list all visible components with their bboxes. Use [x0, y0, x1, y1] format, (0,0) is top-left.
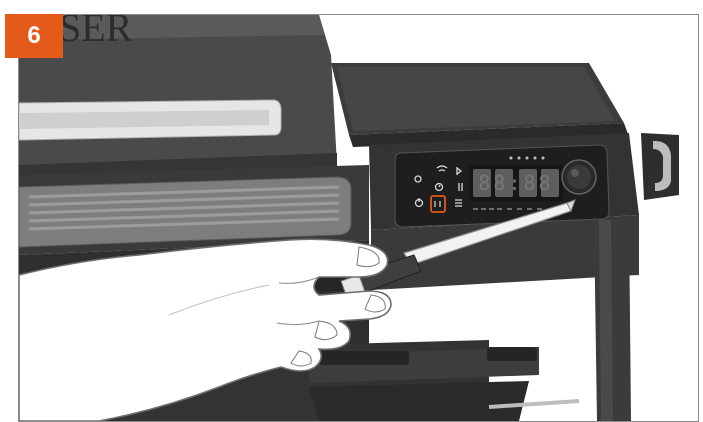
side-table	[331, 63, 629, 147]
display-readout: 88:88	[478, 171, 553, 195]
step-number: 6	[27, 22, 40, 50]
segment-display: 88:88	[469, 165, 563, 201]
control-panel: 88:88	[395, 145, 609, 227]
lid-lettering: SER	[59, 15, 133, 50]
control-knob-icon[interactable]	[562, 160, 596, 194]
grill-illustration: SER	[18, 14, 699, 422]
grill-lid: SER	[19, 15, 337, 187]
step-number-badge: 6	[5, 14, 63, 58]
